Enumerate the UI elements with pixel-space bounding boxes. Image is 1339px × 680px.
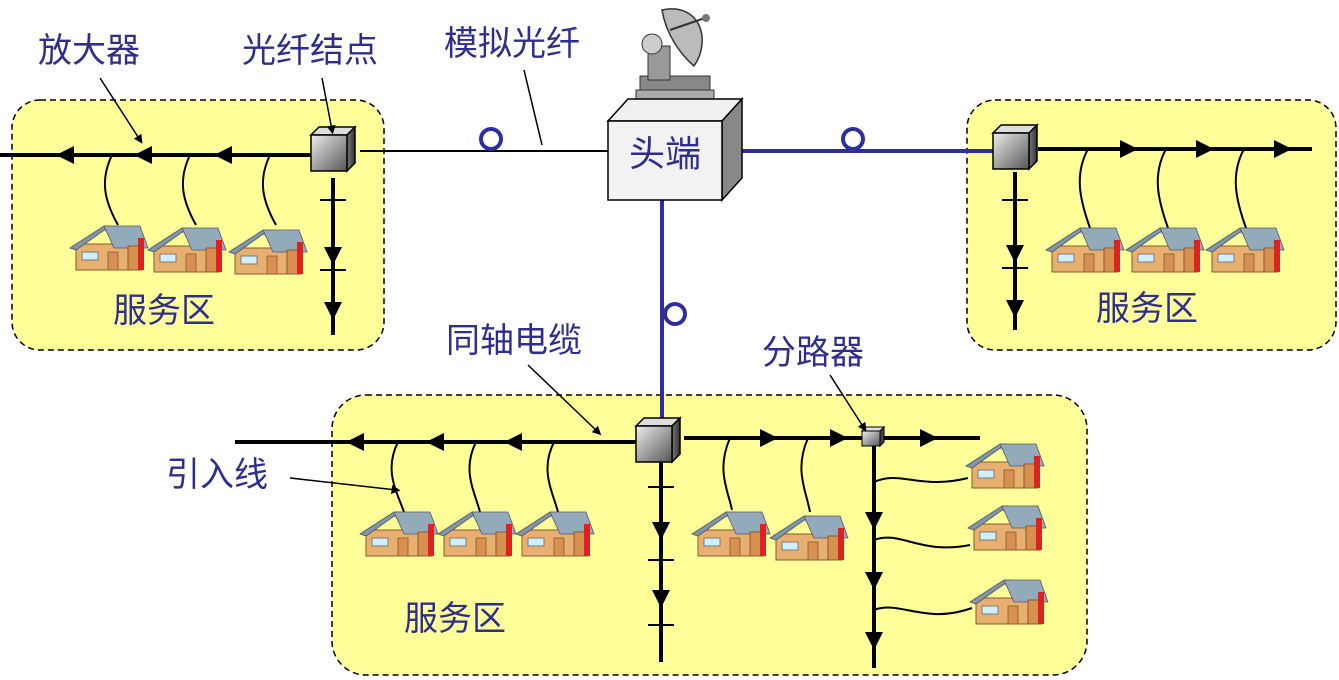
service-area-right bbox=[966, 99, 1337, 351]
amplifier-arrow-icon bbox=[346, 433, 364, 451]
callout-amplifier bbox=[99, 77, 143, 144]
drop-line bbox=[722, 437, 733, 511]
service-area-left bbox=[11, 99, 385, 351]
callout-drop-line bbox=[289, 477, 401, 494]
amplifier-arrow-icon bbox=[504, 433, 522, 451]
drop-line bbox=[873, 536, 971, 549]
analog-fiber-label: 模拟光纤 bbox=[444, 24, 580, 64]
fiber-loop-right bbox=[841, 127, 865, 151]
fiber-node-icon bbox=[635, 417, 681, 463]
drop-line bbox=[468, 441, 481, 513]
amplifier-arrow-icon bbox=[830, 429, 848, 447]
amplifier-arrow-icon bbox=[1274, 140, 1292, 158]
callout-coax-cable bbox=[527, 364, 602, 436]
drop-line bbox=[1156, 148, 1169, 229]
drop-line bbox=[261, 154, 277, 226]
callout-fiber-node bbox=[321, 77, 336, 135]
amplifier-arrow-icon bbox=[324, 247, 342, 265]
drop-line bbox=[873, 606, 973, 616]
amplifier-arrow-icon bbox=[1006, 245, 1024, 263]
amplifier-arrow-icon bbox=[324, 302, 342, 320]
amplifier-arrow-icon bbox=[865, 572, 883, 590]
drop-line bbox=[800, 437, 811, 513]
head-end-label: 头端 bbox=[629, 134, 701, 175]
drop-line bbox=[390, 441, 405, 513]
amplifier-arrow-icon bbox=[920, 429, 938, 447]
service-area-bottom-label: 服务区 bbox=[404, 599, 506, 639]
amplifier-arrow-icon bbox=[56, 146, 74, 164]
splitter-label: 分路器 bbox=[762, 333, 864, 373]
amplifier-arrow-icon bbox=[1196, 140, 1214, 158]
satellite-dish-icon bbox=[635, 8, 715, 101]
drop-line-label: 引入线 bbox=[166, 455, 268, 495]
drop-line bbox=[873, 477, 969, 483]
amplifier-arrow-icon bbox=[1120, 140, 1138, 158]
drop-line bbox=[181, 154, 197, 226]
amplifier-arrow-icon bbox=[134, 146, 152, 164]
amplifier-arrow-icon bbox=[1006, 300, 1024, 318]
coax-cable-label: 同轴电缆 bbox=[446, 321, 582, 361]
fiber-loop-down bbox=[663, 302, 687, 326]
amplifier-label: 放大器 bbox=[38, 31, 140, 71]
splitter-icon bbox=[860, 425, 886, 448]
callout-analog-fiber bbox=[523, 69, 543, 146]
drop-line bbox=[1234, 148, 1247, 229]
fiber-node-label: 光纤结点 bbox=[242, 31, 378, 71]
fiber-loop-left bbox=[479, 127, 503, 151]
service-area-left-label: 服务区 bbox=[113, 291, 215, 331]
drop-line bbox=[1078, 148, 1091, 229]
service-area-right-label: 服务区 bbox=[1096, 289, 1198, 329]
fiber-node-icon bbox=[992, 124, 1038, 170]
amplifier-arrow-icon bbox=[652, 522, 670, 540]
fiber-node-icon bbox=[310, 126, 356, 172]
drop-line bbox=[103, 154, 119, 226]
amplifier-arrow-icon bbox=[214, 146, 232, 164]
head-end-box-icon bbox=[606, 97, 744, 202]
amplifier-arrow-icon bbox=[426, 433, 444, 451]
amplifier-arrow-icon bbox=[865, 512, 883, 530]
callout-splitter bbox=[829, 374, 867, 432]
amplifier-arrow-icon bbox=[652, 590, 670, 608]
amplifier-arrow-icon bbox=[865, 632, 883, 650]
drop-line bbox=[546, 441, 559, 513]
amplifier-arrow-icon bbox=[760, 429, 778, 447]
